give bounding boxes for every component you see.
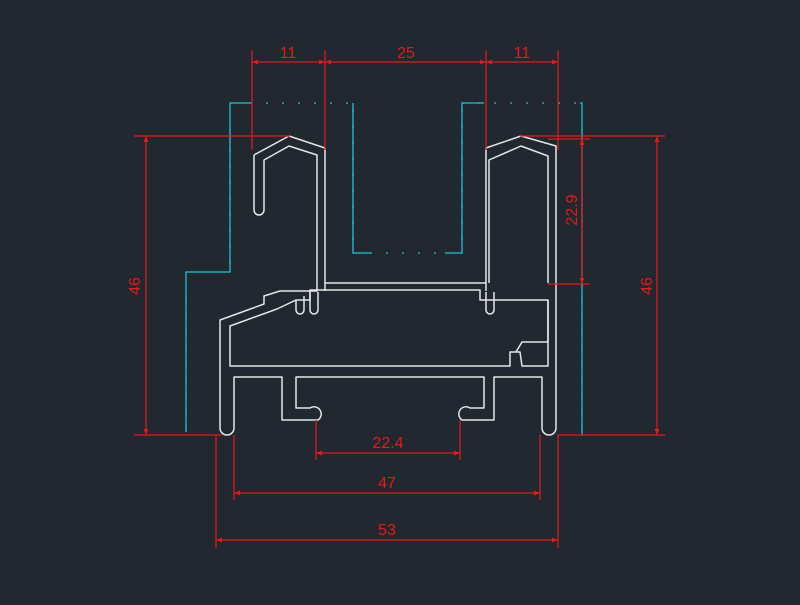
- dim-right-height-label: 46: [639, 277, 656, 295]
- right-notch: [485, 292, 495, 315]
- dim-bottom-inner-label: 22.4: [372, 435, 403, 452]
- inner-chamber-upper-step: [515, 300, 549, 353]
- dim-top-left-label: 11: [280, 45, 297, 62]
- right-hook: [488, 145, 549, 283]
- aluminium-profile: [219, 135, 557, 436]
- dimension-extension-lines: [134, 50, 665, 548]
- hidden-outline-lines: [185, 102, 583, 435]
- dim-inner-height-label: 22.9: [564, 194, 581, 225]
- dim-top-right-label: 11: [514, 45, 531, 62]
- dimension-lines: [143, 59, 660, 543]
- mid-notch: [309, 292, 319, 315]
- dim-top-middle-label: 25: [397, 45, 415, 62]
- inner-chamber: [229, 289, 549, 367]
- dim-bottom-mid-label: 47: [378, 475, 396, 492]
- dim-bottom-overall-label: 53: [378, 522, 396, 539]
- dim-left-height-label: 46: [127, 277, 144, 295]
- profile-outer-outline: [219, 135, 557, 436]
- dimension-labels: 11 25 11 46 46 22.9 22.4 47 53: [127, 45, 656, 539]
- left-notch: [295, 296, 305, 315]
- left-hook: [253, 145, 318, 283]
